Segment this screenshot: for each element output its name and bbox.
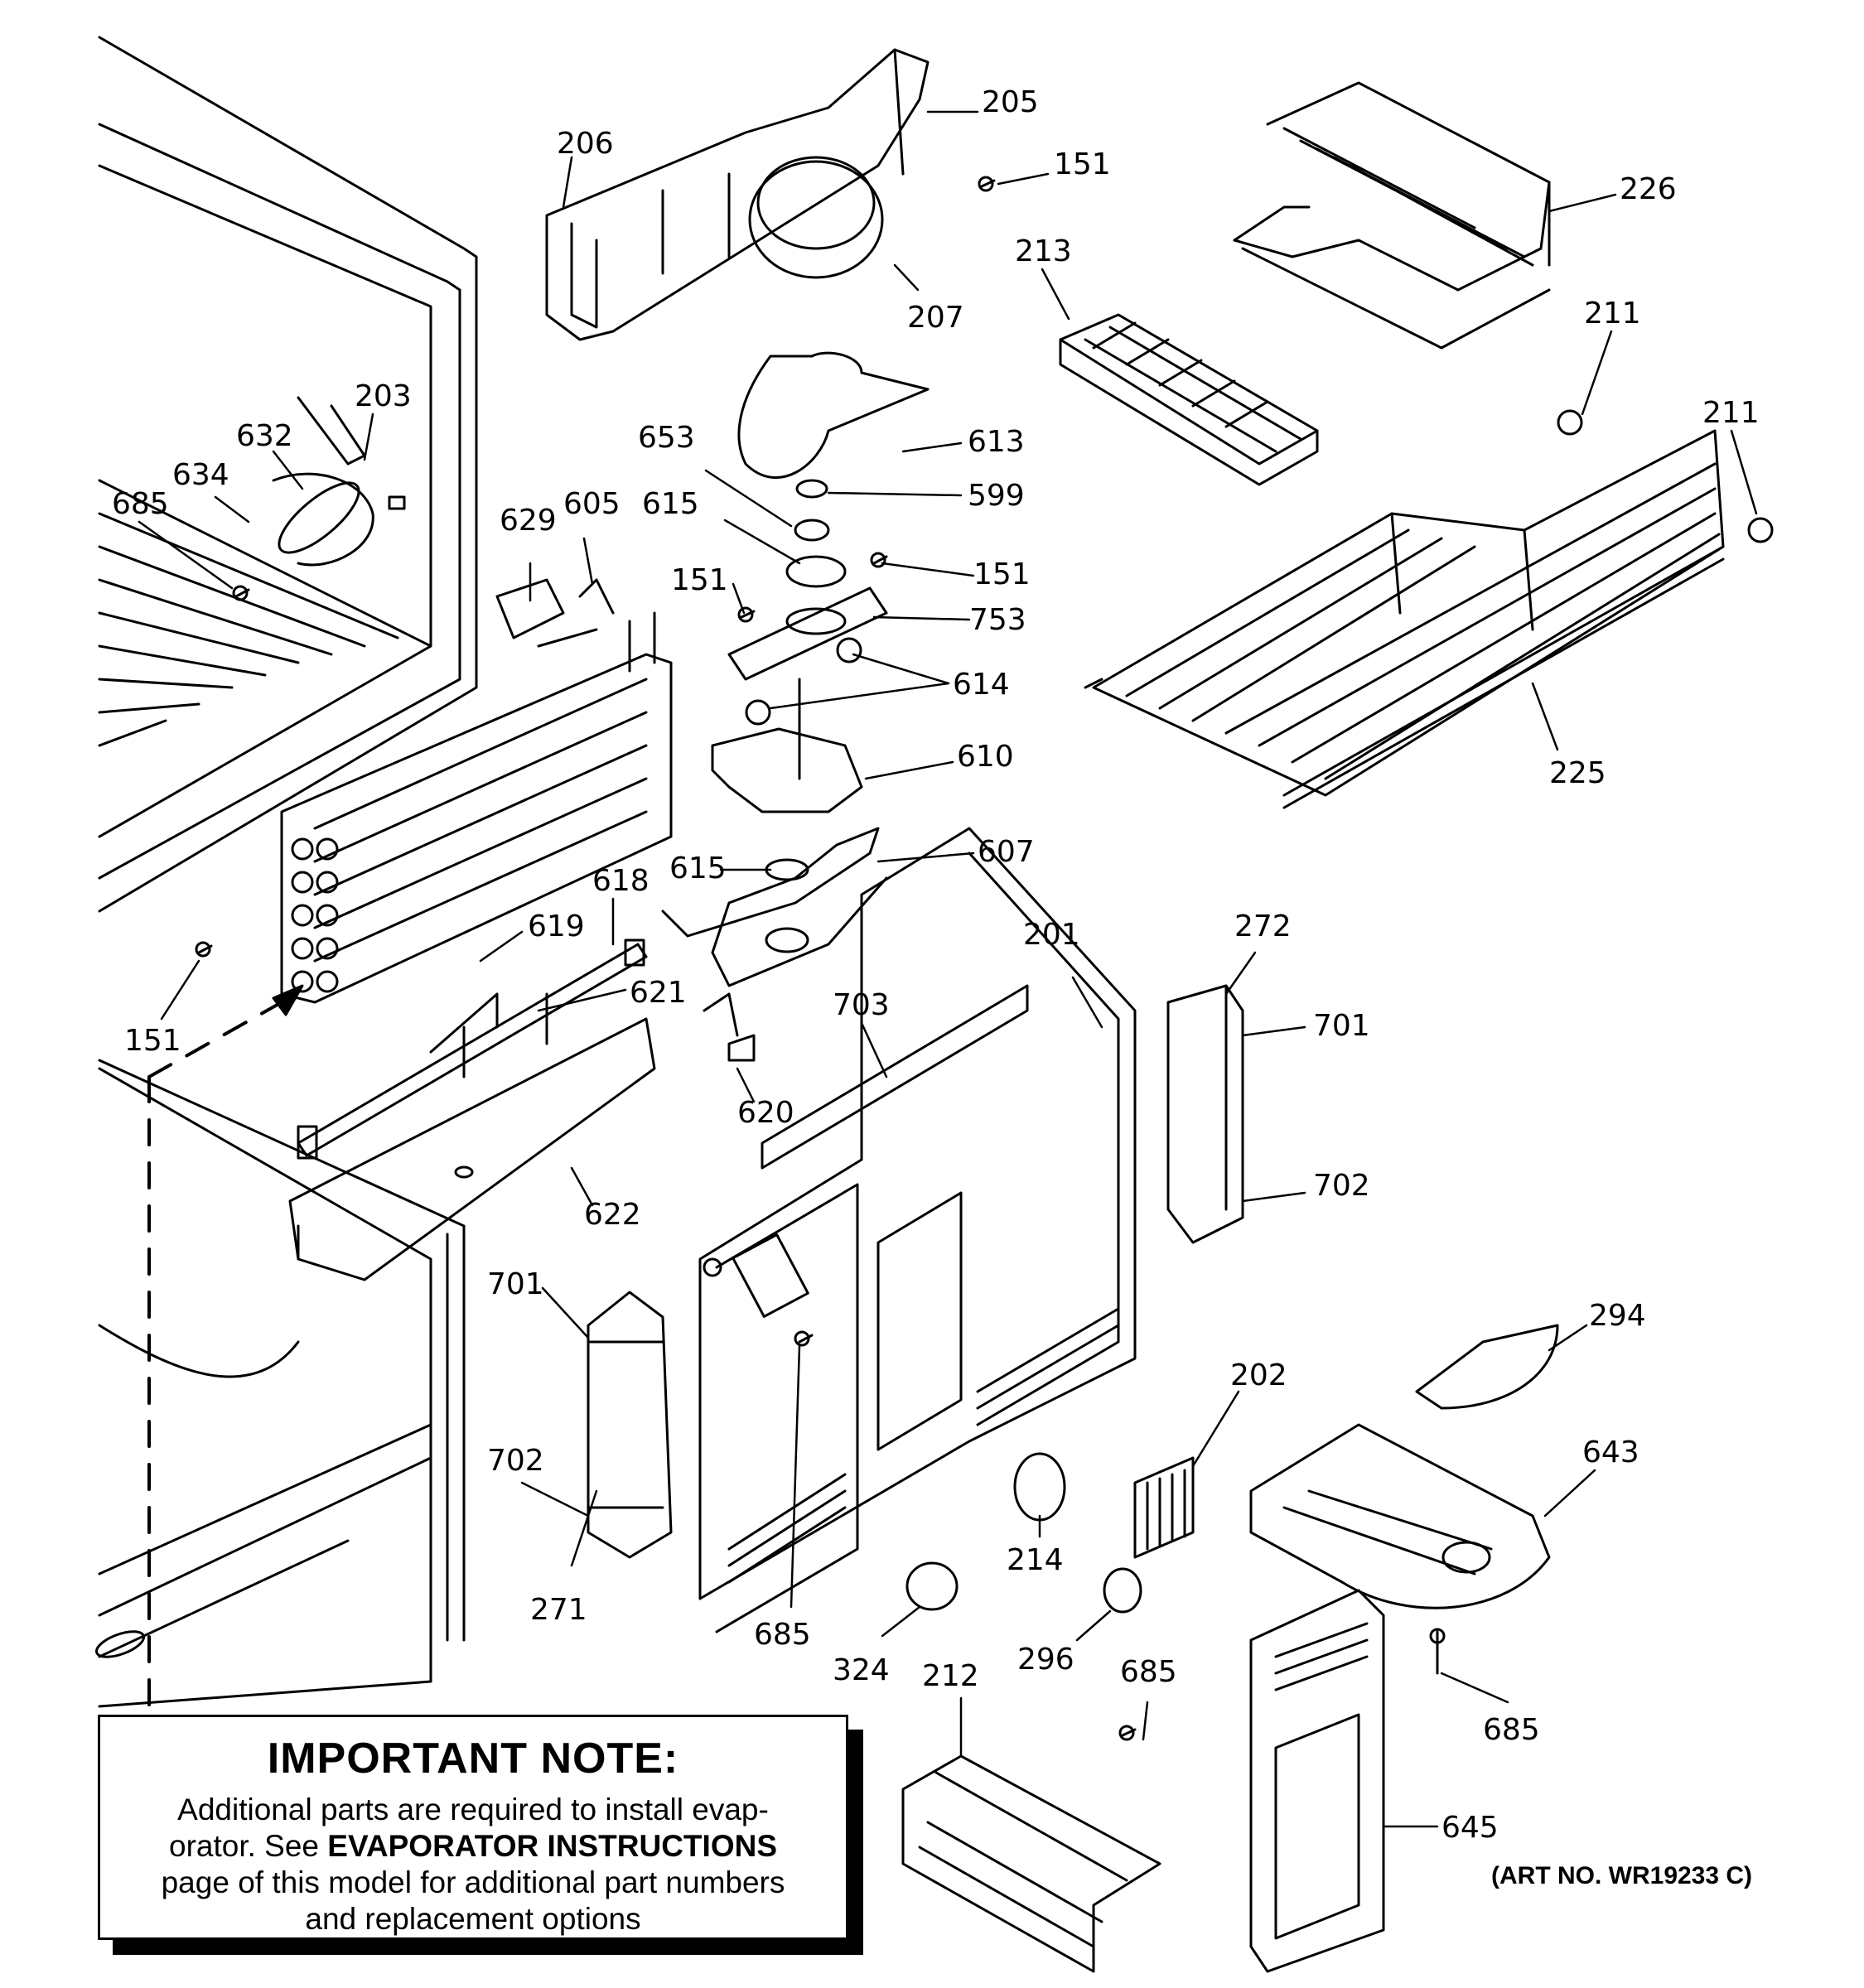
evaporator-coil <box>280 611 673 1004</box>
ice-tray-212 <box>901 1754 1161 1973</box>
art-number: (ART NO. WR19233 C) <box>1491 1862 1753 1889</box>
part-605 <box>537 578 615 648</box>
callout-213: 213 <box>1015 234 1072 268</box>
callout-296: 296 <box>1017 1643 1074 1677</box>
ice-tray-213 <box>1059 313 1319 486</box>
callout-205: 205 <box>982 85 1039 119</box>
callout-607: 607 <box>978 835 1035 869</box>
callout-207: 207 <box>907 301 964 335</box>
callout-645: 645 <box>1441 1811 1499 1845</box>
callout-701: 701 <box>1313 1009 1370 1043</box>
callout-201: 201 <box>1023 918 1080 952</box>
note-title: IMPORTANT NOTE: <box>267 1735 679 1783</box>
callout-206: 206 <box>557 127 614 161</box>
note-line-2-text: orator. See <box>169 1829 328 1863</box>
bumper-211-b <box>1747 517 1774 543</box>
callout-618: 618 <box>592 864 650 898</box>
callout-labels: 205 206 151 226 213 207 211 211 203 632 … <box>112 85 1760 1845</box>
callout-203: 203 <box>355 379 412 413</box>
callout-211: 211 <box>1702 396 1760 430</box>
callout-214: 214 <box>1007 1543 1064 1577</box>
plug-324 <box>905 1561 959 1611</box>
callout-615: 615 <box>642 487 699 521</box>
callout-202: 202 <box>1230 1358 1287 1392</box>
part-294 <box>1415 1324 1559 1410</box>
callout-613: 613 <box>968 425 1025 459</box>
note-line-3: page of this model for additional part n… <box>161 1865 785 1899</box>
callout-629: 629 <box>500 504 557 538</box>
callout-324: 324 <box>833 1653 890 1687</box>
plug-214 <box>1013 1452 1066 1522</box>
callout-621: 621 <box>630 976 687 1010</box>
callout-685: 685 <box>112 487 169 521</box>
fan-assembly <box>661 351 930 987</box>
callout-614: 614 <box>953 668 1010 702</box>
callout-685: 685 <box>1483 1713 1540 1747</box>
callout-703: 703 <box>833 988 890 1022</box>
callout-151: 151 <box>973 557 1031 591</box>
callout-753: 753 <box>969 603 1026 637</box>
bumper-211-a <box>1557 409 1583 436</box>
callout-701: 701 <box>487 1267 544 1301</box>
callout-599: 599 <box>968 479 1025 513</box>
callout-225: 225 <box>1549 756 1606 790</box>
callout-632: 632 <box>236 419 293 453</box>
evaporator-instructions-reference: EVAPORATOR INSTRUCTIONS <box>327 1829 777 1863</box>
gasket-703 <box>761 984 1029 1170</box>
callout-615: 615 <box>669 852 727 885</box>
defrost-heater-618 <box>297 939 648 1160</box>
callout-151: 151 <box>124 1024 181 1058</box>
fan-housing-205-206-207 <box>545 48 930 341</box>
callout-605: 605 <box>563 487 621 521</box>
note-line-1: Additional parts are required to install… <box>177 1793 769 1826</box>
callout-211: 211 <box>1584 297 1641 331</box>
important-note-box: IMPORTANT NOTE: Additional parts are req… <box>98 1715 848 1940</box>
callout-271: 271 <box>530 1593 587 1627</box>
freezer-cabinet <box>95 36 478 1708</box>
wire-shelf-226 <box>1233 81 1551 350</box>
evaporator-cover-201 <box>698 827 1137 1633</box>
drain-trough-622 <box>288 1017 656 1281</box>
cover-645 <box>1249 1589 1385 1973</box>
plug-296 <box>1103 1567 1142 1614</box>
note-line-4: and replacement options <box>305 1902 641 1936</box>
callout-622: 622 <box>584 1198 641 1232</box>
screws <box>195 176 1446 1741</box>
leader-lines <box>138 110 1758 1828</box>
part-620 <box>703 992 756 1062</box>
callout-685: 685 <box>754 1618 811 1652</box>
callout-610: 610 <box>957 740 1014 774</box>
callout-634: 634 <box>172 458 229 492</box>
note-body: Additional parts are required to install… <box>100 1792 846 1937</box>
wire-203 <box>297 396 366 466</box>
callout-212: 212 <box>922 1659 979 1693</box>
callout-702: 702 <box>487 1444 544 1478</box>
callout-620: 620 <box>737 1096 794 1130</box>
grille-202 <box>1133 1456 1195 1559</box>
wire-shelf-225 <box>1084 429 1725 809</box>
callout-151: 151 <box>1054 147 1111 181</box>
callout-619: 619 <box>528 910 585 943</box>
callout-226: 226 <box>1620 172 1677 206</box>
note-line-2: orator. See EVAPORATOR INSTRUCTIONS <box>117 1828 829 1865</box>
callout-702: 702 <box>1313 1169 1370 1203</box>
callout-643: 643 <box>1582 1436 1639 1469</box>
callout-151: 151 <box>671 563 728 597</box>
callout-685: 685 <box>1120 1655 1177 1689</box>
duct-271 <box>587 1291 673 1559</box>
callout-294: 294 <box>1589 1299 1646 1333</box>
callout-653: 653 <box>638 421 695 455</box>
callout-272: 272 <box>1234 910 1292 943</box>
duct-272 <box>1166 984 1244 1244</box>
tray-643 <box>1249 1423 1551 1609</box>
